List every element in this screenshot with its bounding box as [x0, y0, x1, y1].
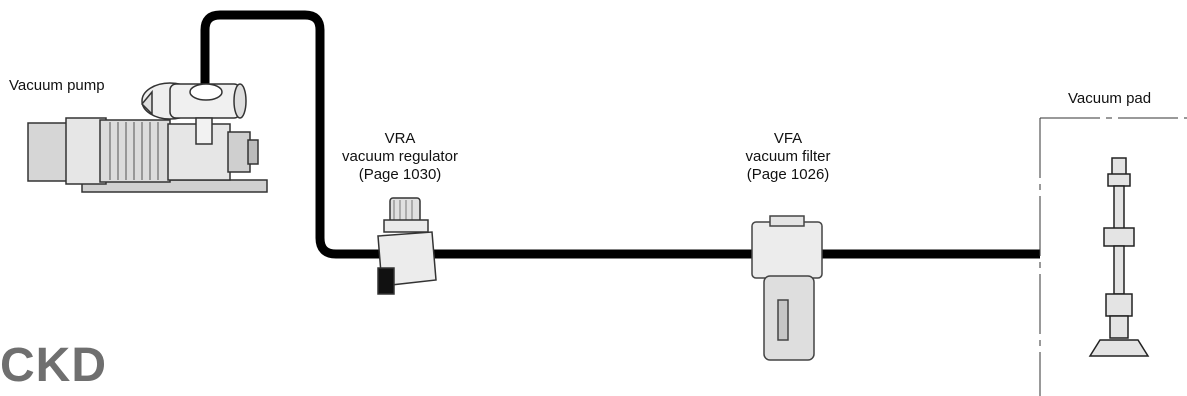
vfa-page-ref: (Page 1026): [746, 166, 830, 183]
vfa-model: VFA: [773, 130, 803, 147]
vra-page-ref: (Page 1030): [358, 166, 442, 183]
vfa-label: VFA vacuum filter (Page 1026): [708, 130, 868, 184]
vacuum-pad-image: [1088, 157, 1150, 357]
vacuum-pipe: [200, 10, 1040, 259]
vra-model: VRA: [384, 130, 416, 147]
vra-label: VRA vacuum regulator (Page 1030): [320, 130, 480, 184]
vra-name: vacuum regulator: [342, 148, 458, 165]
vfa-name: vacuum filter: [745, 148, 831, 165]
vacuum-pump-label: Vacuum pump: [9, 77, 105, 94]
vra-regulator-image: [377, 197, 437, 295]
vacuum-pad-label: Vacuum pad: [1068, 90, 1152, 107]
vacuum-pump-image: [27, 82, 268, 193]
vfa-filter-image: [751, 215, 823, 361]
vacuum-pad-frame: [1039, 117, 1187, 396]
ckd-logo: CKD: [0, 339, 107, 392]
